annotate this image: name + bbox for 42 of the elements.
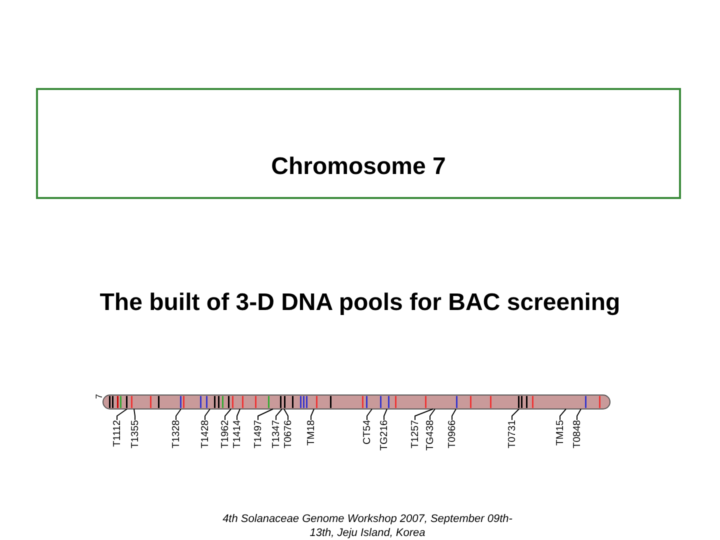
marker-label: T0731	[507, 420, 518, 448]
heading-box	[36, 88, 681, 199]
leader-line	[366, 408, 372, 420]
leader-line	[452, 408, 456, 420]
marker-label: T1414	[232, 420, 243, 448]
leader-line	[258, 408, 274, 420]
leader-line	[276, 408, 282, 420]
marker-label: T1497	[253, 420, 264, 448]
footer-caption: 4th Solanaceae Genome Workshop 2007, September 09th-13th, Jeju Island, Korea	[222, 512, 514, 540]
leader-line	[176, 408, 182, 420]
leader-line	[236, 408, 240, 420]
marker-label: T1355	[130, 420, 141, 448]
marker-label: T1347	[271, 420, 282, 448]
leader-line	[430, 408, 436, 420]
leader-line	[204, 408, 210, 420]
marker-label: T1112	[112, 420, 123, 447]
marker-label: T1257	[410, 420, 421, 448]
chromosome-drawing	[102, 394, 610, 410]
leader-line	[284, 408, 288, 420]
leader-line	[576, 408, 582, 420]
marker-label: T1328	[171, 420, 182, 448]
leader-line	[134, 408, 136, 420]
marker-label: T0676	[283, 420, 294, 448]
marker-label: CT54	[362, 420, 373, 444]
leader-line	[414, 408, 434, 420]
leader-line	[224, 408, 232, 420]
marker-label: TM18	[306, 420, 317, 446]
leader-line	[560, 408, 566, 420]
marker-label: TG438	[425, 420, 436, 451]
leader-line	[310, 408, 314, 420]
marker-label: T0966	[447, 420, 458, 448]
chromosome-number: 7	[94, 394, 105, 400]
marker-label: T1962	[220, 420, 231, 448]
leader-line	[512, 408, 520, 420]
marker-label: TM15	[555, 420, 566, 446]
leader-line	[384, 408, 388, 420]
marker-label: TG216	[379, 420, 390, 451]
marker-label: T0848	[572, 420, 583, 448]
heading-text: Chromosome 7	[271, 153, 446, 181]
marker-label: T1428	[200, 420, 211, 448]
leader-line	[116, 408, 128, 420]
subtitle: The built of 3-D DNA pools for BAC screening	[98, 289, 622, 317]
